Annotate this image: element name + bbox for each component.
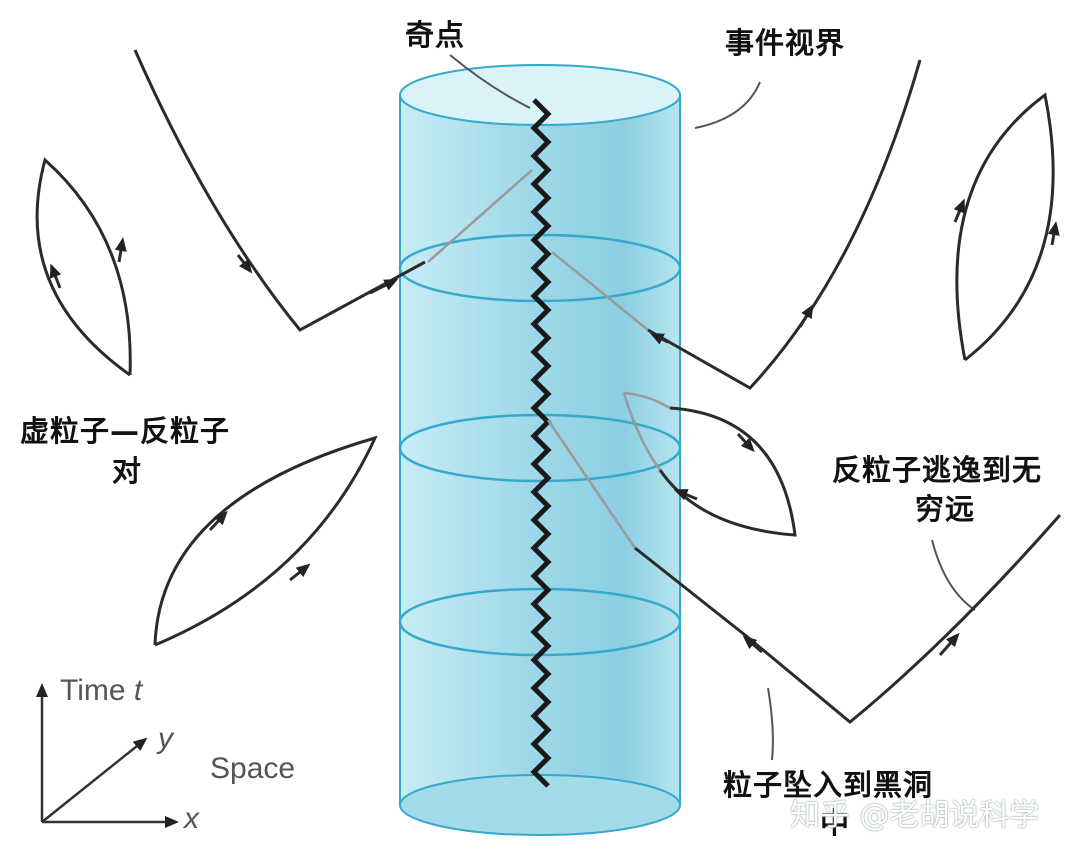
time-symbol: t <box>133 674 143 707</box>
y-axis <box>41 737 148 823</box>
event-horizon-cylinder <box>398 64 682 836</box>
watermark: 知乎 @老胡说科学 <box>790 798 1040 833</box>
particle-falls-label-line1: 粒子坠入到黑洞 <box>723 768 934 802</box>
infalling-particle-worldline <box>634 514 1062 724</box>
x-axis-label: x <box>184 802 199 836</box>
escape-antiparticle-loop <box>658 406 797 537</box>
y-axis-label: y <box>158 722 173 756</box>
y-symbol: y <box>158 722 173 755</box>
left-loop-pair <box>35 157 132 377</box>
time-axis-label: Time t <box>60 674 142 708</box>
antiparticle-escape-label-line1: 反粒子逃逸到无 <box>832 453 1043 487</box>
event-horizon-label: 事件视界 <box>725 26 846 60</box>
virtual-pair-label-line2: 对 <box>112 454 143 488</box>
virtual-pair-label-line1: 虚粒子—反粒子 <box>20 414 231 448</box>
x-symbol: x <box>184 802 199 835</box>
antiparticle-escape-label-line2: 穷远 <box>915 492 976 526</box>
left-curve-worldline <box>133 49 426 332</box>
space-label: Space <box>210 752 296 785</box>
singularity-zigzag <box>530 98 552 788</box>
right-loop-pair <box>955 92 1055 362</box>
lower-left-loop-pair <box>153 435 378 647</box>
worldlines <box>35 49 1062 724</box>
particle-falls-label-line2: 中 <box>820 806 851 840</box>
label-pointers <box>449 54 976 761</box>
axes <box>36 683 179 828</box>
singularity-label: 奇点 <box>405 18 466 52</box>
inside-worldlines <box>427 169 671 549</box>
right-curve-worldline <box>647 59 922 390</box>
time-word: Time <box>60 674 126 707</box>
